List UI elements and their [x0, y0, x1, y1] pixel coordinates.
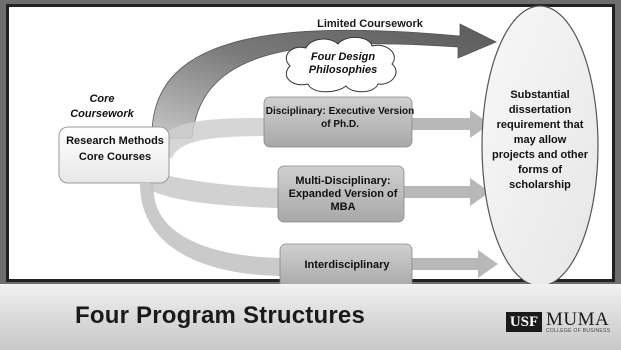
arrow-disciplinary-to-oval — [410, 110, 490, 138]
arrow-multi-to-oval — [404, 178, 490, 206]
design-philosophies-cloud — [285, 37, 397, 93]
limited-coursework-label: Limited Coursework — [317, 18, 423, 30]
dissertation-requirement-text: Substantial dissertation requirement tha… — [492, 89, 588, 191]
muma-wordmark: MUMA — [546, 309, 610, 330]
flow-arrow-disciplinary — [150, 118, 268, 158]
flow-arrow-multi — [150, 172, 278, 208]
usf-logo-mark: USF — [506, 312, 542, 332]
core-coursework-label: Core Coursework — [70, 93, 134, 120]
college-of-business-text: COLLEGE OF BUSINESS — [546, 328, 611, 334]
flow-arrow-inter — [140, 184, 280, 276]
design-philosophies-label: Four Design Philosophies — [308, 51, 378, 76]
multi-box-shape — [277, 165, 405, 223]
disciplinary-box: Disciplinary: Executive Version of Ph.D. — [265, 106, 415, 130]
arrow-inter-to-oval — [412, 250, 498, 278]
core-box-shape — [58, 126, 170, 184]
limited-coursework-arrow — [151, 23, 497, 139]
multi-disciplinary-box: Multi-Disciplinary: Expanded Version of … — [288, 175, 398, 213]
core-courses-box: Research Methods Core Courses — [66, 135, 164, 163]
disciplinary-box-shape — [263, 96, 413, 148]
interdisciplinary-box: Interdisciplinary — [304, 259, 390, 271]
slide-title: Four Program Structures — [75, 302, 365, 329]
usf-muma-logo: USF MUMA COLLEGE OF BUSINESS — [506, 309, 618, 334]
